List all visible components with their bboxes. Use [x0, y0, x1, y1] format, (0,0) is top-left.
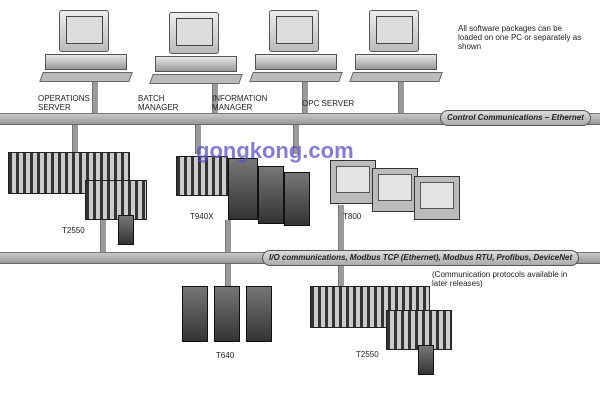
server-label: OPC SERVER — [302, 99, 355, 108]
connector — [225, 262, 231, 287]
connector — [72, 124, 78, 154]
information-manager-pc — [249, 10, 343, 85]
t800-panel — [330, 160, 376, 204]
t640-unit — [246, 286, 272, 342]
t2550-module — [418, 345, 434, 375]
device-label: T640 — [216, 351, 235, 360]
connector — [195, 124, 201, 154]
batch-manager-pc — [149, 12, 243, 87]
t2550-rack — [386, 310, 452, 350]
connector — [225, 220, 231, 252]
t2550-rack — [85, 180, 147, 220]
control-bus-label: Control Communications – Ethernet — [440, 110, 591, 126]
device-label: T800 — [343, 212, 362, 221]
connector — [293, 124, 299, 154]
connector — [338, 205, 344, 252]
t800-panel — [414, 176, 460, 220]
software-note: All software packages can be loaded on o… — [458, 24, 582, 51]
t940x-unit — [176, 156, 228, 196]
t640-unit — [182, 286, 208, 342]
io-bus-label: I/O communications, Modbus TCP (Ethernet… — [262, 250, 580, 266]
server-label: INFORMATION MANAGER — [212, 94, 268, 112]
connector — [302, 75, 308, 115]
connector — [92, 75, 98, 115]
connector — [212, 75, 218, 115]
connector — [398, 75, 404, 115]
device-label: T2550 — [356, 350, 379, 359]
device-label: T2550 — [62, 226, 85, 235]
server-label: OPERATIONS SERVER — [38, 94, 90, 112]
t2550-module — [118, 215, 134, 245]
t940x-unit — [228, 158, 258, 220]
operations-server-pc — [39, 10, 133, 85]
opc-server-pc — [349, 10, 443, 85]
connector — [100, 220, 106, 252]
t800-panel — [372, 168, 418, 212]
t640-unit — [214, 286, 240, 342]
device-label: T940X — [190, 212, 214, 221]
io-note: (Communication protocols available in la… — [432, 270, 568, 288]
connector — [338, 262, 344, 287]
server-label: BATCH MANAGER — [138, 94, 179, 112]
watermark: gongkong.com — [196, 138, 354, 163]
t940x-unit — [258, 166, 284, 224]
t940x-unit — [284, 172, 310, 226]
